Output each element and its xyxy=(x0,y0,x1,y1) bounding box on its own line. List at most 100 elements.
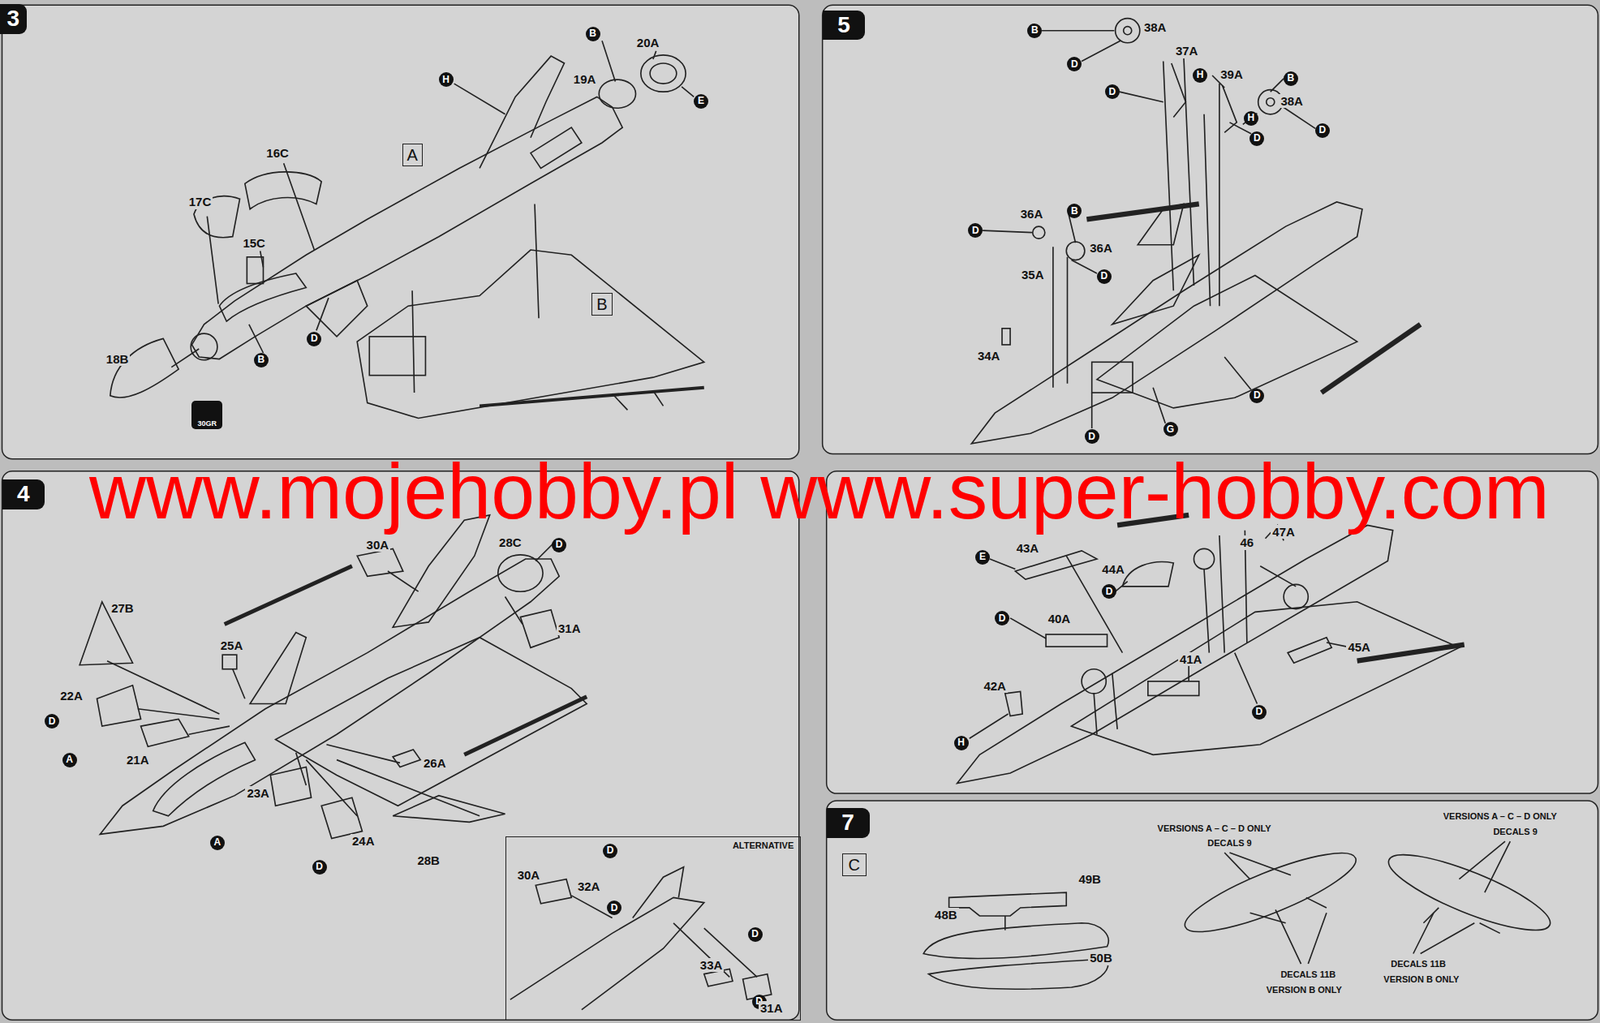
step7-drawing xyxy=(1250,897,1327,923)
reference-letter: D xyxy=(602,843,618,859)
step3-drawing xyxy=(305,280,367,337)
step6-drawing xyxy=(1005,691,1023,716)
step4-drawing xyxy=(99,559,560,835)
step-number-text: 7 xyxy=(841,810,855,836)
reference-letter-text: B xyxy=(1287,73,1295,84)
reference-letter-text: E xyxy=(697,95,705,107)
reference-letter-text: D xyxy=(1105,586,1114,598)
callout-number: 18B xyxy=(104,352,131,366)
callout-number: 26A xyxy=(421,756,448,770)
step4-drawing xyxy=(153,742,256,817)
panel-frame xyxy=(2,471,800,1020)
reference-letter-text: D xyxy=(610,903,619,914)
reference-letter: H xyxy=(1192,68,1208,83)
step5-drawing xyxy=(1032,226,1046,239)
callout-number: 40A xyxy=(1046,611,1073,626)
callout-number: 33A xyxy=(698,958,725,973)
weight-icon-text: 30GR xyxy=(197,420,218,429)
callout-number: 19A xyxy=(572,72,598,87)
callout-number: 31A xyxy=(556,621,583,636)
step5-drawing xyxy=(1066,241,1085,261)
reference-letter: B xyxy=(585,26,601,42)
step-number-text: 4 xyxy=(17,481,31,508)
callout-number: 25A xyxy=(219,638,246,653)
step4-drawing xyxy=(464,696,587,756)
assembly-box-text: B xyxy=(596,295,607,314)
reference-letter-text: B xyxy=(1031,25,1039,36)
step7-drawing xyxy=(1423,907,1500,934)
assembly-box: C xyxy=(842,853,867,877)
callout-number: 24A xyxy=(350,834,377,848)
assembly-box-text: A xyxy=(406,146,418,164)
reference-letter-text: H xyxy=(1196,69,1205,81)
step6-drawing xyxy=(1357,645,1465,662)
reference-letter-text: H xyxy=(1247,112,1256,124)
callout-number: 38A xyxy=(1142,20,1169,35)
panel-frame xyxy=(822,4,1599,454)
reference-letter: D xyxy=(312,860,327,875)
step7-drawing xyxy=(1380,841,1557,945)
callout-number: 45A xyxy=(1346,640,1373,654)
callout-number: 36A xyxy=(1019,206,1046,221)
callout-number: 32A xyxy=(576,879,603,894)
callout-number: 23A xyxy=(245,786,271,800)
step3-drawing xyxy=(479,55,564,168)
reference-letter-text: G xyxy=(1166,424,1175,435)
step5-drawing xyxy=(1123,26,1132,35)
callout-number: 44A xyxy=(1100,562,1127,577)
reference-letter-text: D xyxy=(606,845,615,856)
step7-drawing xyxy=(1004,916,1007,931)
step3-drawing xyxy=(110,338,179,398)
step6-drawing xyxy=(957,524,1394,783)
reference-letter: E xyxy=(693,94,709,109)
step5-drawing xyxy=(1321,324,1421,393)
step5-drawing xyxy=(1096,275,1358,408)
step4-drawing xyxy=(96,685,141,727)
step4-drawing xyxy=(249,632,306,704)
step7-drawing xyxy=(1224,841,1510,964)
step3-drawing xyxy=(190,333,218,361)
reference-letter: A xyxy=(210,835,225,851)
step3-drawing xyxy=(171,40,694,393)
callout-number: 34A xyxy=(976,348,1003,363)
step-number-text: 3 xyxy=(7,6,21,32)
step5-drawing xyxy=(971,202,1363,444)
reference-letter: D xyxy=(994,610,1010,626)
callout-number: 17C xyxy=(187,194,214,209)
reference-letter: B xyxy=(1027,23,1042,39)
step4-drawing xyxy=(270,766,311,806)
reference-letter: B xyxy=(253,352,269,368)
callout-number: 31A xyxy=(758,1001,785,1016)
note-text: VERSIONS A – C – D ONLY xyxy=(1156,823,1274,835)
reference-letter-text: H xyxy=(957,737,965,749)
reference-letter-text: D xyxy=(1088,431,1096,443)
reference-letter-text: D xyxy=(1255,706,1264,718)
step4-drawing xyxy=(222,654,237,670)
callout-number: 50B xyxy=(1088,950,1114,965)
step5-drawing xyxy=(1086,203,1199,220)
callout-number: 27B xyxy=(109,601,136,616)
callout-number: 30A xyxy=(516,868,542,882)
callout-number: 21A xyxy=(124,752,151,767)
step4-drawing xyxy=(224,566,353,625)
callout-number: 22A xyxy=(58,688,85,703)
assembly-box: A xyxy=(402,143,423,167)
panel-frame xyxy=(2,4,800,459)
reference-letter: H xyxy=(954,735,969,751)
step3-drawing xyxy=(479,387,705,407)
step5-drawing xyxy=(1266,98,1275,107)
reference-letter-text: D xyxy=(310,333,319,345)
step7-drawing xyxy=(923,923,1109,960)
step6-drawing xyxy=(1122,562,1174,587)
reference-letter-text: D xyxy=(1253,390,1261,401)
step3-drawing xyxy=(246,257,263,284)
step7-drawing xyxy=(923,838,1557,990)
reference-letter: D xyxy=(606,900,622,916)
reference-letter: B xyxy=(1283,71,1299,87)
callout-number: 48B xyxy=(933,907,960,922)
step6-drawing xyxy=(969,555,1347,739)
reference-letter-text: D xyxy=(1070,59,1079,70)
callout-number: 42A xyxy=(981,679,1008,693)
callout-number: 49B xyxy=(1076,872,1103,887)
